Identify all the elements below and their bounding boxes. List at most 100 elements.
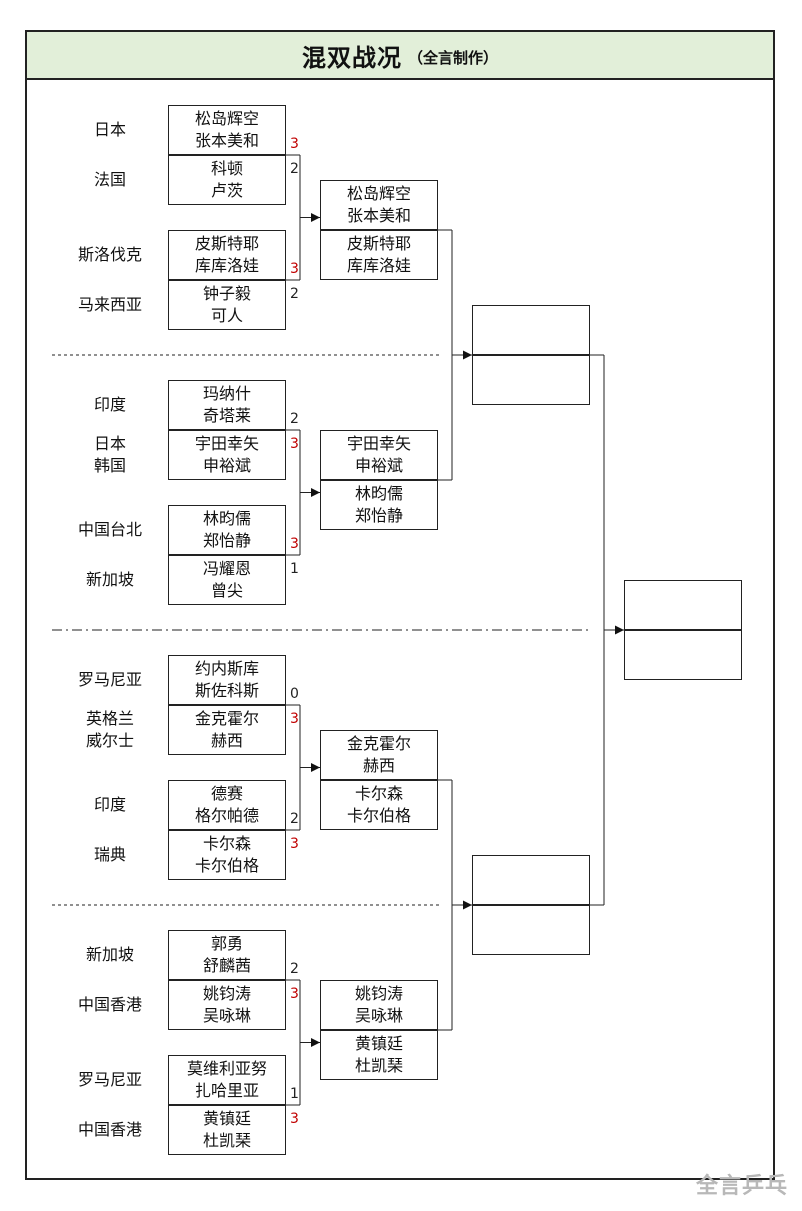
title-bar: 混双战况 （全言制作） xyxy=(25,30,775,80)
match-score: 3 xyxy=(290,986,299,1002)
player-name: 金克霍尔 xyxy=(194,709,259,728)
player-name: 林昀儒 xyxy=(202,509,251,528)
player-name: 冯耀恩 xyxy=(202,559,251,578)
country-label: 日本韩国 xyxy=(93,434,126,475)
country-label: 罗马尼亚 xyxy=(77,1070,142,1089)
player-name: 赫西 xyxy=(210,731,243,750)
match-score: 2 xyxy=(290,961,299,977)
player-name: 郑怡静 xyxy=(354,506,403,525)
page-subtitle: （全言制作） xyxy=(407,48,498,67)
player-cell: 宇田幸矢申裕斌 xyxy=(320,430,438,480)
player-name: 申裕斌 xyxy=(202,456,251,475)
player-name: 松岛辉空 xyxy=(194,109,259,128)
player-cell: 约内斯库斯佐科斯 xyxy=(168,655,286,705)
arrow-icon xyxy=(311,763,320,772)
player-name: 科顿 xyxy=(210,159,243,178)
player-cell xyxy=(472,355,590,405)
player-name: 扎哈里亚 xyxy=(194,1081,259,1100)
player-name: 林昀儒 xyxy=(354,484,403,503)
player-name: 吴咏琳 xyxy=(202,1006,251,1025)
player-name: 姚钧涛 xyxy=(202,984,251,1003)
arrow-icon xyxy=(311,1038,320,1047)
match-score: 3 xyxy=(290,136,299,152)
player-cell: 莫维利亚努扎哈里亚 xyxy=(168,1055,286,1105)
player-name: 莫维利亚努 xyxy=(186,1059,267,1078)
country-label: 法国 xyxy=(93,170,126,189)
country-label: 新加坡 xyxy=(85,570,134,589)
player-name: 卡尔森 xyxy=(202,834,251,853)
player-cell: 金克霍尔赫西 xyxy=(320,730,438,780)
player-name: 约内斯库 xyxy=(194,659,259,678)
watermark: 全言乒乓 xyxy=(695,1174,788,1199)
player-name: 德赛 xyxy=(210,784,243,803)
player-name: 郭勇 xyxy=(210,934,243,953)
player-cell xyxy=(624,630,742,680)
match-score: 3 xyxy=(290,261,299,277)
player-name: 可人 xyxy=(210,306,243,325)
match-score: 0 xyxy=(290,686,299,702)
match-score: 3 xyxy=(290,836,299,852)
player-cell: 冯耀恩曾尖 xyxy=(168,555,286,605)
match-score: 2 xyxy=(290,411,299,427)
player-name: 斯佐科斯 xyxy=(194,681,259,700)
player-name: 皮斯特耶 xyxy=(194,234,259,253)
player-name: 奇塔莱 xyxy=(202,406,251,425)
arrow-icon xyxy=(463,350,472,360)
player-cell: 宇田幸矢申裕斌 xyxy=(168,430,286,480)
player-name: 金克霍尔 xyxy=(346,734,411,753)
player-cell: 林昀儒郑怡静 xyxy=(320,480,438,530)
player-name: 舒麟茜 xyxy=(202,956,251,975)
match-score: 1 xyxy=(290,1086,299,1102)
country-label: 新加坡 xyxy=(85,945,134,964)
player-cell: 郭勇舒麟茜 xyxy=(168,930,286,980)
country-label: 瑞典 xyxy=(93,845,126,864)
player-cell: 黄镇廷杜凯琹 xyxy=(320,1030,438,1080)
player-cell xyxy=(472,855,590,905)
player-name: 皮斯特耶 xyxy=(346,234,411,253)
player-name: 赫西 xyxy=(362,756,395,775)
player-cell: 姚钧涛吴咏琳 xyxy=(320,980,438,1030)
player-name: 格尔帕德 xyxy=(194,806,259,825)
arrow-icon xyxy=(615,625,624,635)
country-label: 中国台北 xyxy=(77,520,142,539)
player-name: 黄镇廷 xyxy=(202,1109,251,1128)
country-label: 马来西亚 xyxy=(77,295,142,314)
match-score: 2 xyxy=(290,161,299,177)
match-score: 1 xyxy=(290,561,299,577)
country-label: 印度 xyxy=(93,795,126,814)
player-name: 张本美和 xyxy=(194,131,259,150)
player-name: 钟子毅 xyxy=(202,284,251,303)
player-cell: 德赛格尔帕德 xyxy=(168,780,286,830)
player-name: 宇田幸矢 xyxy=(194,434,259,453)
match-score: 2 xyxy=(290,811,299,827)
player-name: 卡尔伯格 xyxy=(346,806,411,825)
player-cell xyxy=(472,905,590,955)
player-name: 宇田幸矢 xyxy=(346,434,411,453)
player-cell: 金克霍尔赫西 xyxy=(168,705,286,755)
country-label: 罗马尼亚 xyxy=(77,670,142,689)
player-name: 姚钧涛 xyxy=(354,984,403,1003)
player-cell: 林昀儒郑怡静 xyxy=(168,505,286,555)
player-name: 库库洛娃 xyxy=(346,256,411,275)
player-name: 张本美和 xyxy=(346,206,411,225)
country-label: 斯洛伐克 xyxy=(77,245,142,264)
country-label: 日本 xyxy=(93,120,126,139)
player-name: 库库洛娃 xyxy=(194,256,259,275)
player-cell: 卡尔森卡尔伯格 xyxy=(320,780,438,830)
arrow-icon xyxy=(311,488,320,497)
player-cell: 科顿卢茨 xyxy=(168,155,286,205)
arrow-icon xyxy=(463,900,472,910)
country-label: 英格兰威尔士 xyxy=(85,709,134,750)
match-score: 3 xyxy=(290,1111,299,1127)
player-name: 郑怡静 xyxy=(202,531,251,550)
country-label: 中国香港 xyxy=(77,995,142,1014)
arrow-icon xyxy=(311,213,320,222)
player-name: 卡尔伯格 xyxy=(194,856,259,875)
player-cell: 皮斯特耶库库洛娃 xyxy=(168,230,286,280)
player-name: 曾尖 xyxy=(210,581,243,600)
player-name: 申裕斌 xyxy=(354,456,403,475)
page-title: 混双战况 xyxy=(301,43,402,72)
player-cell xyxy=(472,305,590,355)
player-cell: 黄镇廷杜凯琹 xyxy=(168,1105,286,1155)
